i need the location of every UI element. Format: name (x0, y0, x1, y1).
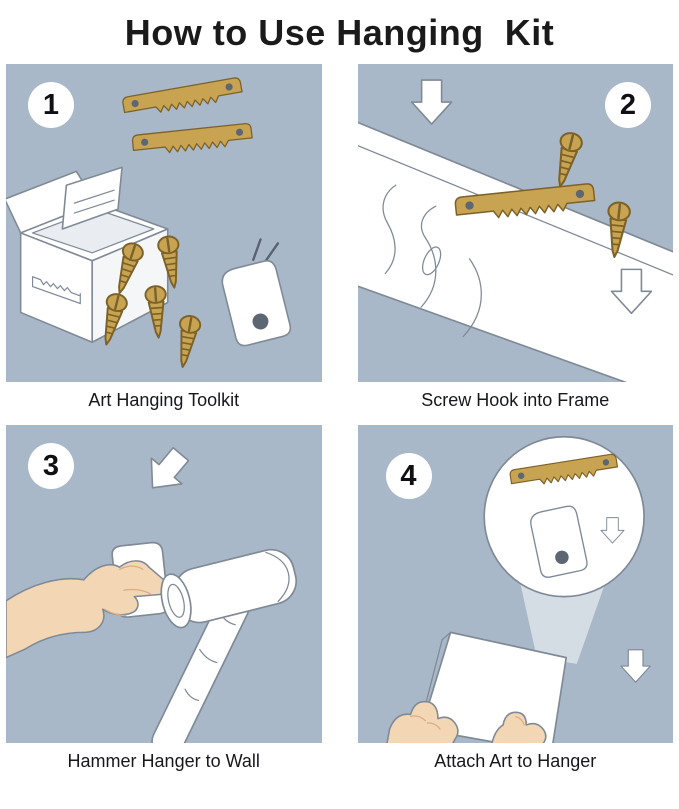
step-4-caption: Attach Art to Hanger (434, 751, 597, 771)
step-panel-3: 3 (6, 425, 322, 774)
step-number: 2 (619, 88, 637, 121)
step-1-number-badge: 1 (28, 82, 74, 128)
screw-icon (547, 129, 585, 191)
toolkit-illustration (6, 76, 294, 370)
hammer-illustration (6, 440, 297, 743)
step-2-number-badge: 2 (605, 82, 651, 128)
step-number: 3 (42, 449, 60, 482)
step-1-caption: Art Hanging Toolkit (88, 390, 240, 410)
right-hand (490, 711, 547, 743)
step-3-number-badge: 3 (28, 443, 74, 489)
step-4-number-badge: 4 (385, 453, 432, 499)
magnifier-circle (482, 435, 645, 598)
step-number: 1 (42, 88, 60, 121)
steps-grid: 1 (0, 64, 679, 774)
step-panel-2: 2 Screw Hook into Frame (357, 64, 673, 413)
down-arrow-icon (136, 440, 197, 502)
step-panel-1: 1 (6, 64, 322, 413)
screw-icon (171, 313, 203, 370)
step-4-illustration-panel: 4 (357, 425, 673, 743)
step-1-illustration-panel: 1 (6, 64, 322, 382)
step-2-illustration-panel: 2 (357, 64, 673, 382)
art-canvas (417, 631, 567, 743)
step-2-caption: Screw Hook into Frame (421, 390, 610, 410)
attach-art-illustration (385, 435, 651, 743)
step-3-caption: Hammer Hanger to Wall (67, 751, 260, 771)
down-arrow-icon (410, 79, 452, 125)
step-panel-4: 4 (357, 425, 673, 774)
frame-board (357, 121, 673, 382)
screw-into-frame-illustration (357, 79, 673, 382)
step-3-illustration-panel: 3 (6, 425, 322, 743)
step-number: 4 (400, 459, 417, 492)
sawtooth-hanger-icon (121, 76, 244, 119)
hammer (151, 548, 297, 743)
page-title: How to Use Hanging Kit (124, 12, 555, 53)
plastic-hook (218, 238, 294, 349)
hand (6, 560, 169, 659)
sawtooth-hanger-icon (131, 122, 254, 157)
down-arrow-icon (619, 649, 651, 683)
left-hand (385, 700, 459, 743)
